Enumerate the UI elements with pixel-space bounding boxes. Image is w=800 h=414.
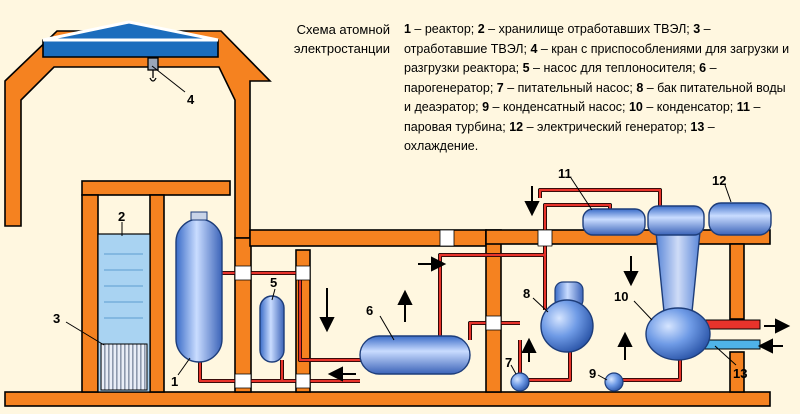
leader-lines — [65, 65, 737, 381]
reactor — [175, 211, 223, 363]
legend-item-text: – охлаждение. — [404, 119, 715, 154]
label-12: 12 — [712, 173, 726, 188]
legend-item-text: – отработавшие ТВЭЛ; — [404, 22, 711, 56]
legend-item-number: 4 — [530, 41, 538, 56]
label-3: 3 — [53, 311, 60, 326]
legend-item-text: – реактор; — [410, 22, 478, 36]
legend-item: 4 – кран с приспособлениями для загрузки… — [404, 42, 789, 76]
condenser — [645, 231, 711, 361]
legend-item-text: – насос для теплоносителя; — [529, 61, 700, 75]
label-5: 5 — [270, 275, 277, 290]
legend-item-number: 6 — [699, 61, 707, 75]
electric-generator — [708, 202, 772, 236]
deaerator-tank — [540, 281, 594, 353]
legend-item-text: – бак питательной воды и деаэратор; — [404, 80, 786, 115]
legend-item-number: 5 — [522, 61, 530, 75]
label-11: 11 — [558, 166, 572, 181]
condensate-pump — [604, 372, 624, 392]
label-2: 2 — [118, 209, 125, 224]
steam-turbine — [582, 205, 705, 236]
label-9: 9 — [589, 366, 596, 381]
label-4: 4 — [187, 92, 195, 107]
legend-item-text: – конденсатор; — [642, 100, 737, 114]
legend-item: 3 – отработавшие ТВЭЛ; — [404, 22, 711, 56]
crane-hook — [147, 57, 159, 82]
legend-item-number: 3 — [693, 22, 701, 36]
spent-fuel-pool — [97, 233, 151, 393]
number-labels: 4 2 3 1 5 6 7 8 9 10 11 12 13 — [53, 92, 747, 389]
legend-item-number: 2 — [477, 22, 485, 36]
flow-arrows — [319, 186, 791, 382]
legend-item: 9 – конденсатный насос; — [482, 100, 629, 114]
legend-item-number: 8 — [636, 80, 644, 95]
legend-item-number: 9 — [482, 100, 490, 114]
legend-item: 2 – хранилище отработавших ТВЭЛ; — [478, 22, 693, 36]
steam-generator — [359, 335, 471, 375]
legend-item-number: 1 — [404, 22, 411, 36]
legend-item: 13 – охлаждение. — [404, 120, 715, 154]
legend-item: 6 – парогенератор; — [404, 61, 717, 95]
legend-item-number: 13 — [690, 119, 705, 134]
legend-item-text: – кран с приспособлениями для загрузки и… — [404, 41, 790, 76]
label-13: 13 — [733, 366, 747, 381]
feed-pump — [510, 372, 530, 392]
label-1: 1 — [171, 374, 178, 389]
label-7: 7 — [505, 355, 512, 370]
diagram-title: Схема атомной электростанции — [293, 22, 390, 56]
legend-item-text: – парогенератор; — [404, 61, 717, 95]
coolant-pump — [259, 295, 285, 363]
legend-item: 7 – питательный насос; — [497, 81, 637, 95]
legend-item-text: – электрический генератор; — [523, 119, 691, 134]
label-10: 10 — [614, 289, 628, 304]
label-6: 6 — [366, 303, 373, 318]
legend-item-text: – хранилище отработавших ТВЭЛ; — [484, 22, 694, 36]
roof-beam — [42, 20, 219, 58]
legend-item-text: – паровая турбина; — [404, 100, 761, 134]
legend-item-number: 10 — [628, 100, 643, 114]
legend-item-text: – питательный насос; — [503, 80, 637, 95]
label-8: 8 — [523, 286, 530, 301]
legend-item: 10 – конденсатор; — [629, 100, 737, 114]
legend: 1 – реактор; 2 – хранилище отработавших … — [404, 20, 790, 157]
legend-item: 1 – реактор; — [404, 22, 478, 36]
legend-item-number: 12 — [509, 119, 524, 134]
legend-item-number: 11 — [736, 100, 750, 114]
legend-item: 11 – паровая турбина; — [404, 100, 760, 134]
legend-item-number: 7 — [496, 80, 504, 95]
legend-item-text: – конденсатный насос; — [489, 100, 629, 114]
legend-item: 8 – бак питательной воды и деаэратор; — [404, 81, 786, 115]
legend-item: 12 – электрический генератор; — [509, 120, 690, 134]
legend-item: 5 – насос для теплоносителя; — [523, 61, 700, 75]
